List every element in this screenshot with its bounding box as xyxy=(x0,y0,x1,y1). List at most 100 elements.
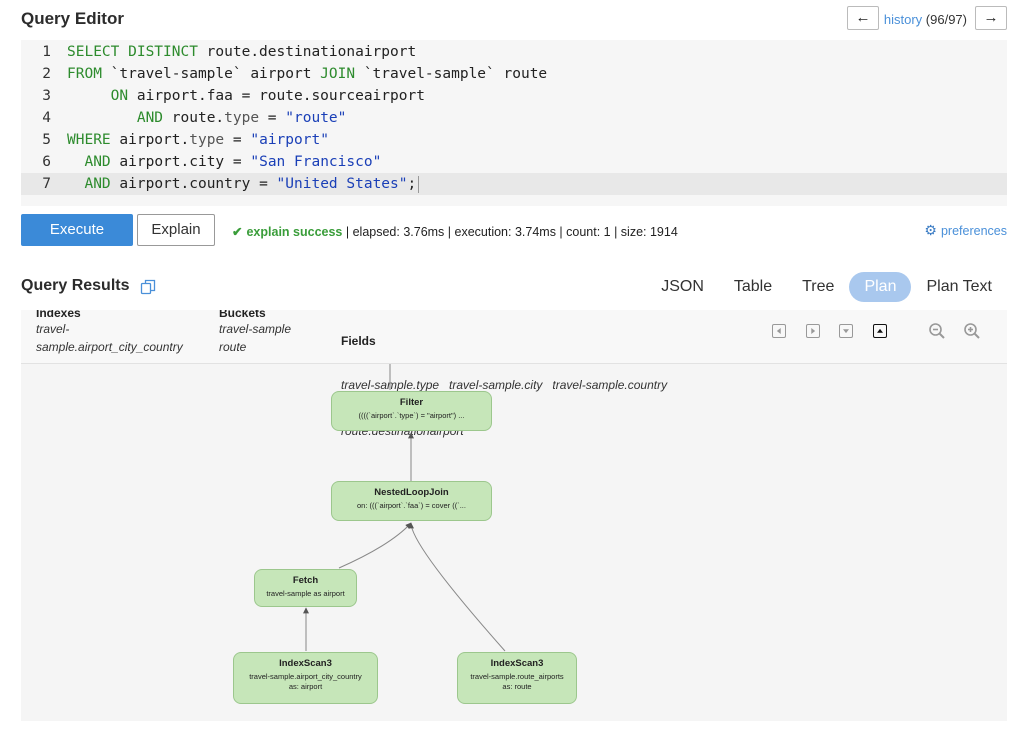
code-token: AND xyxy=(84,176,111,192)
history-prev-button[interactable]: ← xyxy=(847,6,879,30)
tab-plan[interactable]: Plan xyxy=(849,272,912,302)
code-token xyxy=(67,154,84,170)
code-line[interactable]: 3 ON airport.faa = route.sourceairport xyxy=(21,85,1007,107)
line-number: 6 xyxy=(42,154,51,170)
buckets-value-1: travel-sample xyxy=(219,322,292,336)
plan-view: Indexes travel- sample.airport_city_coun… xyxy=(21,310,1007,721)
code-token: AND xyxy=(136,110,164,126)
line-number: 7 xyxy=(42,176,51,192)
code-line[interactable]: 4 AND route.type = "route" xyxy=(21,107,1007,129)
indexes-label: Indexes xyxy=(36,310,81,320)
code-token xyxy=(67,110,137,126)
code-line[interactable]: 6 AND airport.city = "San Francisco" xyxy=(21,151,1007,173)
buckets-value-2: route xyxy=(219,340,247,354)
node-detail-alias: as: route xyxy=(502,682,532,691)
results-tabs: JSON Table Tree Plan Plan Text xyxy=(646,272,1007,302)
code-token: JOIN xyxy=(320,66,356,82)
buckets-label: Buckets xyxy=(219,310,266,320)
zoom-out-icon[interactable] xyxy=(928,322,946,340)
zoom-in-icon[interactable] xyxy=(963,322,981,340)
history-count: (96/97) xyxy=(925,12,967,27)
tab-plan-text[interactable]: Plan Text xyxy=(926,278,992,295)
plan-node-fetch[interactable]: Fetch travel-sample as airport xyxy=(254,569,357,607)
check-icon: ✔ xyxy=(232,225,243,239)
code-token: SELECT DISTINCT xyxy=(67,44,198,60)
code-line[interactable]: 5 WHERE airport.type = "airport" xyxy=(21,129,1007,151)
tab-tree[interactable]: Tree xyxy=(802,278,835,295)
code-line[interactable]: 2 FROM `travel-sample` airport JOIN `trav… xyxy=(21,63,1007,85)
node-detail: travel-sample.route_airports xyxy=(470,672,564,681)
code-text: AND route.type = "route" xyxy=(67,107,347,129)
edge-fetch-join xyxy=(338,522,412,569)
code-token: `travel-sample` airport xyxy=(101,66,321,82)
text-cursor xyxy=(418,175,420,193)
line-number: 3 xyxy=(42,88,51,104)
code-token: ; xyxy=(407,176,417,192)
copy-icon[interactable] xyxy=(140,279,156,295)
explain-button[interactable]: Explain xyxy=(137,214,215,246)
plan-node-nested-loop-join[interactable]: NestedLoopJoin on: (((`airport`.`faa`) =… xyxy=(331,481,492,521)
gear-icon: ⚙ xyxy=(924,222,937,238)
code-text: SELECT DISTINCT route.destinationairport xyxy=(67,41,416,63)
code-token: "United States" xyxy=(276,176,408,192)
code-token xyxy=(67,88,111,104)
orient-right-icon[interactable] xyxy=(806,324,820,338)
node-detail: on: (((`airport`.`faa`) = cover ((`... xyxy=(357,501,466,510)
code-text: AND airport.city = "San Francisco" xyxy=(67,151,381,173)
query-editor[interactable]: 1 SELECT DISTINCT route.destinationairpor… xyxy=(21,40,1007,206)
orient-up-icon[interactable] xyxy=(873,324,887,338)
tab-json[interactable]: JSON xyxy=(661,278,704,295)
node-title: Filter xyxy=(399,397,424,408)
code-line[interactable]: 1 SELECT DISTINCT route.destinationairpor… xyxy=(21,41,1007,63)
code-text: WHERE airport.type = "airport" xyxy=(67,129,329,151)
results-title: Query Results xyxy=(21,277,130,294)
orient-down-icon[interactable] xyxy=(839,324,853,338)
code-token: "route" xyxy=(285,110,347,126)
query-status: ✔explain success | elapsed: 3.76ms | exe… xyxy=(232,224,678,239)
code-text: FROM `travel-sample` airport JOIN `trave… xyxy=(67,63,547,85)
node-title: Fetch xyxy=(292,575,319,586)
node-title: IndexScan3 xyxy=(490,658,544,669)
plan-indexes: Indexes travel- sample.airport_city_coun… xyxy=(36,310,183,356)
code-token: = xyxy=(224,132,251,148)
editor-header: Query Editor ← history (96/97) → xyxy=(21,6,1007,30)
line-number: 4 xyxy=(42,110,51,126)
code-text: ON airport.faa = route.sourceairport xyxy=(67,85,425,107)
code-token xyxy=(67,176,84,192)
history-next-button[interactable]: → xyxy=(975,6,1007,30)
plan-edges xyxy=(303,364,506,652)
line-number: 1 xyxy=(42,44,51,60)
node-title: NestedLoopJoin xyxy=(374,487,449,498)
page-title: Query Editor xyxy=(21,9,124,28)
history-link[interactable]: history xyxy=(883,12,923,27)
indexes-value-1: travel- xyxy=(36,322,70,336)
execute-button[interactable]: Execute xyxy=(21,214,133,246)
code-token: "airport" xyxy=(250,132,329,148)
code-token: airport.country = xyxy=(110,176,277,192)
code-token: `travel-sample` route xyxy=(355,66,548,82)
history-indicator: history (96/97) xyxy=(884,12,967,27)
code-token: route. xyxy=(163,110,225,126)
plan-buckets: Buckets travel-sample route xyxy=(219,310,291,356)
code-token: type xyxy=(189,132,225,148)
orient-left-icon[interactable] xyxy=(772,324,786,338)
preferences-link[interactable]: ⚙preferences xyxy=(924,222,1007,239)
code-token: AND xyxy=(84,154,111,170)
code-token: type xyxy=(224,110,260,126)
code-token: airport.faa = route.sourceairport xyxy=(128,88,425,104)
code-token: "San Francisco" xyxy=(250,154,382,170)
indexes-value-2: sample.airport_city_country xyxy=(36,340,183,354)
line-number: 5 xyxy=(42,132,51,148)
fields-label: Fields xyxy=(341,334,376,348)
code-token: airport.city = xyxy=(110,154,251,170)
plan-node-indexscan-airport[interactable]: IndexScan3 travel-sample.airport_city_co… xyxy=(233,652,378,704)
line-number: 2 xyxy=(42,66,51,82)
code-line[interactable]: 7 AND airport.country = "United States"; xyxy=(21,173,1007,195)
node-detail: travel-sample.airport_city_country xyxy=(249,672,362,681)
plan-node-indexscan-route[interactable]: IndexScan3 travel-sample.route_airports … xyxy=(457,652,577,704)
code-token: ON xyxy=(110,88,129,104)
plan-node-filter[interactable]: Filter ((((`airport`.`type`) = "airport"… xyxy=(331,391,492,431)
node-detail: travel-sample as airport xyxy=(266,589,345,598)
tab-table[interactable]: Table xyxy=(733,278,773,295)
code-token: = xyxy=(259,110,286,126)
